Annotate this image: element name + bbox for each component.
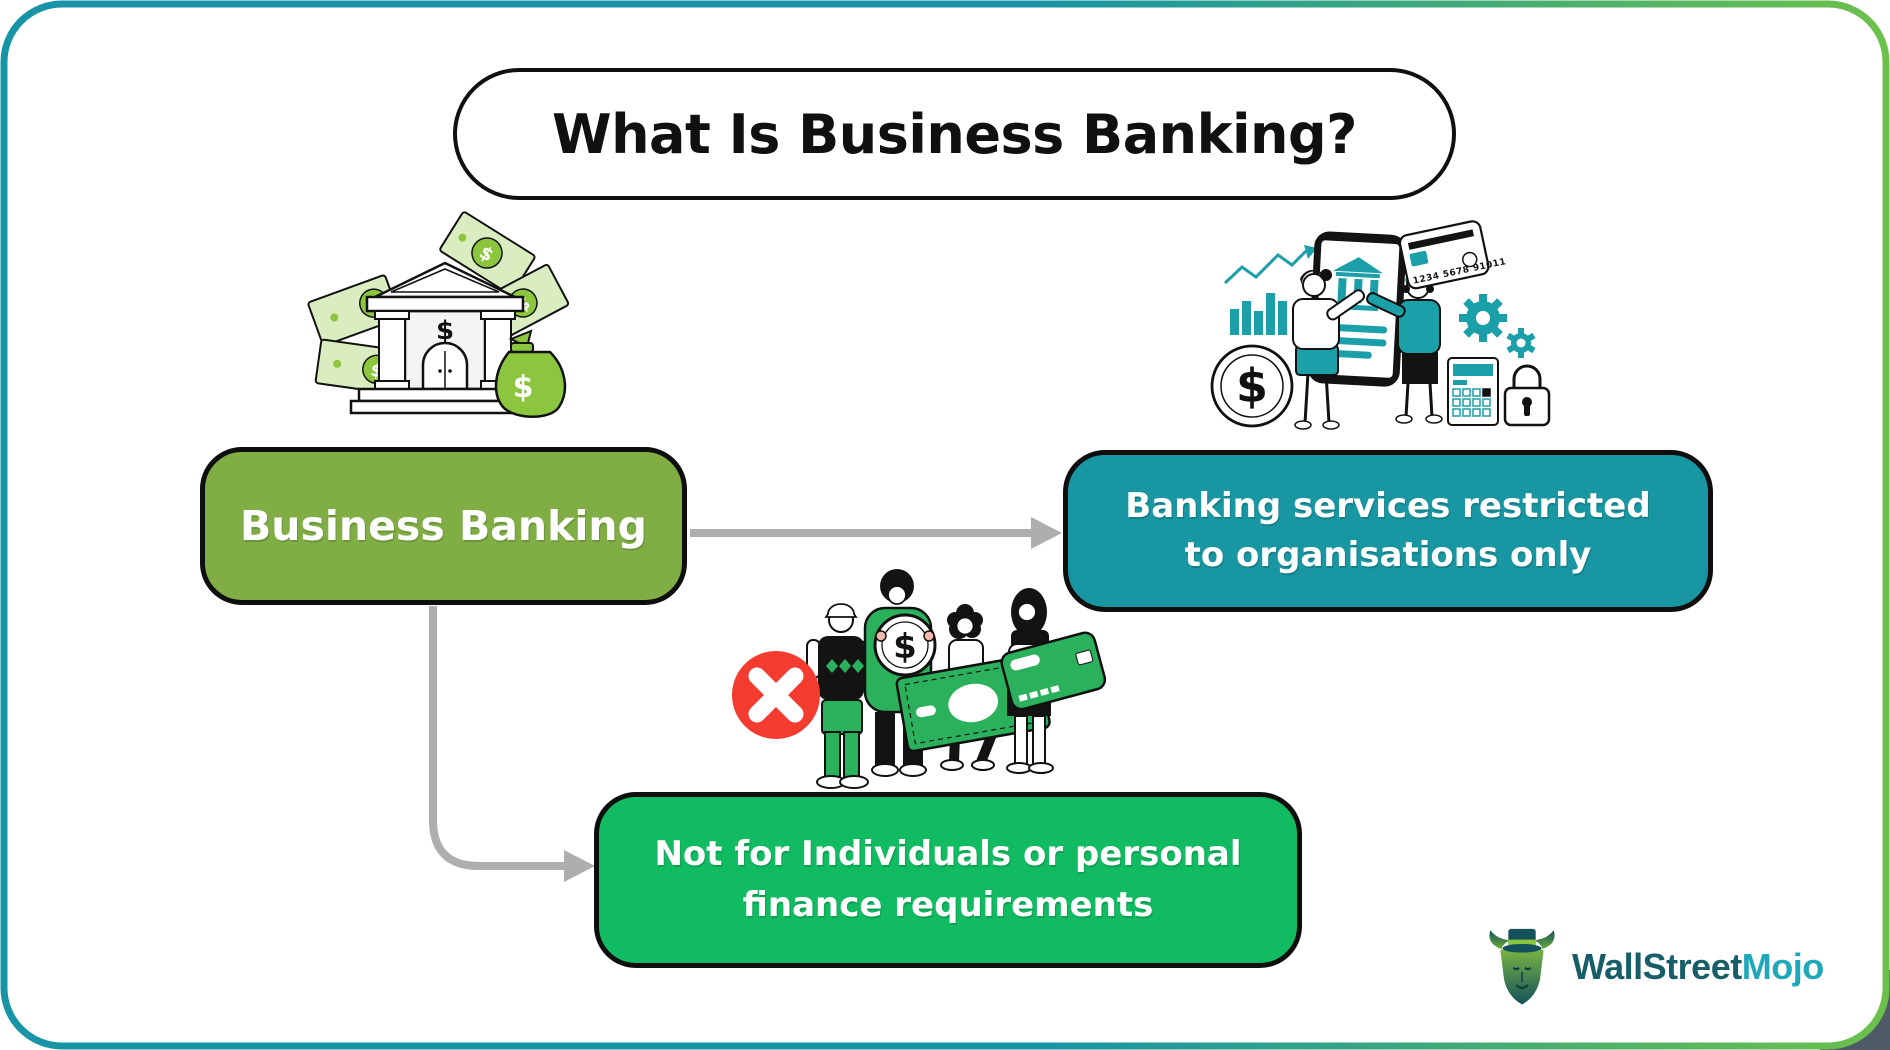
support-agent-icon	[1366, 269, 1443, 424]
arrow-root-to-bottom	[429, 606, 595, 882]
business-banking-box: Business Banking	[200, 447, 687, 605]
business-banking-label: Business Banking	[240, 502, 647, 550]
not-for-individuals-line1: Not for Individuals or personal	[654, 834, 1242, 874]
corner-background	[1820, 970, 1890, 1050]
banking-services-line2: to organisations only	[1184, 535, 1592, 575]
red-cross-icon	[732, 651, 820, 739]
bull-logo-icon	[1489, 928, 1555, 1005]
mobile-banking-illustration: $	[1210, 220, 1551, 430]
gear-icon	[1459, 294, 1507, 342]
svg-text:$: $	[513, 370, 534, 405]
credit-card-icon: 1234 5678 91011	[1398, 220, 1507, 290]
bank-facade: $	[349, 261, 541, 415]
svg-text:$: $	[893, 627, 917, 667]
title-pill: What Is Business Banking?	[453, 68, 1456, 200]
bank-building-icon: $ $ $ $	[307, 211, 570, 418]
calculator-icon	[1447, 357, 1499, 426]
woman-with-card-icon	[1000, 588, 1107, 774]
growth-chart-icon	[1223, 245, 1317, 335]
banking-services-line1: Banking services restricted	[1125, 485, 1651, 526]
brand-wallstreet: WallStreet	[1572, 946, 1742, 987]
svg-text:$: $	[436, 316, 454, 346]
gear-small-icon	[1506, 328, 1536, 358]
page-title: What Is Business Banking?	[552, 102, 1357, 166]
brand-wordmark: WallStreetMojo	[1572, 946, 1824, 988]
individuals-illustration: $	[732, 569, 1107, 789]
svg-text:$: $	[1236, 359, 1268, 413]
man-with-coin-icon: $	[863, 569, 937, 777]
woman-pointing-icon	[1292, 269, 1366, 430]
padlock-icon	[1503, 364, 1551, 427]
dollar-coin-icon: $	[1210, 344, 1294, 428]
money-bag-icon: $	[494, 329, 567, 418]
not-for-individuals-line2: finance requirements	[742, 885, 1154, 925]
wallstreetmojo-logo: WallStreetMojo	[1486, 926, 1824, 1008]
brand-mojo: Mojo	[1741, 946, 1824, 987]
banking-services-box: Banking services restricted to organisat…	[1063, 450, 1713, 612]
not-for-individuals-box: Not for Individuals or personal finance …	[594, 792, 1302, 968]
